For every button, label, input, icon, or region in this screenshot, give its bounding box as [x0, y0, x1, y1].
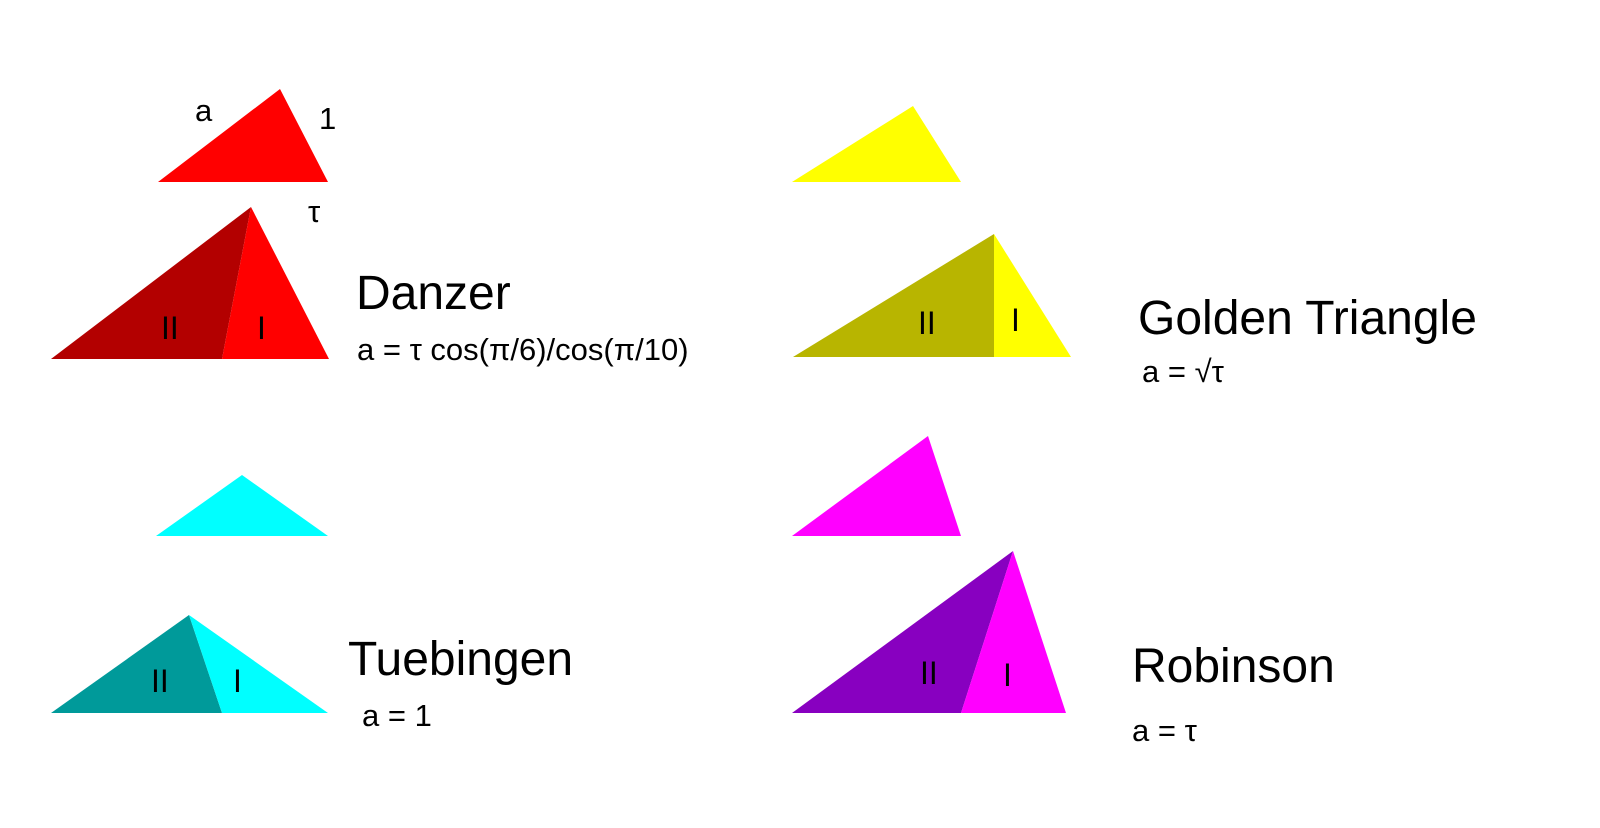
danzer-small-triangle: [158, 89, 328, 182]
tuebingen-title: Tuebingen: [348, 633, 573, 686]
edge-label-a: a: [195, 93, 213, 128]
golden-part-one-label: I: [1011, 302, 1020, 338]
edge-label-tau: τ: [308, 194, 320, 229]
golden-small-triangle: [792, 106, 961, 182]
golden-formula: a = √τ: [1142, 354, 1224, 389]
danzer-group: a 1 τ II I Danzer a = τ cos(π/6)/cos(π/1…: [51, 89, 689, 367]
robinson-title: Robinson: [1132, 640, 1335, 693]
tuebingen-large-part-one: [189, 615, 328, 713]
danzer-large-part-two: [51, 207, 251, 359]
danzer-part-two-label: II: [161, 310, 179, 346]
edge-label-one: 1: [319, 101, 336, 136]
robinson-small-triangle: [792, 436, 961, 536]
robinson-large-part-one: [961, 551, 1066, 713]
golden-part-two-label: II: [918, 305, 936, 341]
tuebingen-large-part-two: [51, 615, 222, 713]
golden-title: Golden Triangle: [1138, 292, 1477, 345]
golden-large-part-two: [793, 234, 994, 357]
danzer-formula: a = τ cos(π/6)/cos(π/10): [357, 332, 689, 367]
danzer-part-one-label: I: [257, 310, 266, 346]
robinson-group: II I Robinson a = τ: [792, 436, 1335, 748]
robinson-large-part-two: [792, 551, 1013, 713]
danzer-large-part-one: [222, 207, 329, 359]
tuebingen-part-one-label: I: [233, 663, 242, 699]
robinson-formula: a = τ: [1132, 713, 1197, 748]
tuebingen-small-triangle: [156, 475, 328, 536]
robinson-part-two-label: II: [920, 655, 938, 691]
golden-large-part-one: [994, 234, 1071, 357]
tuebingen-group: II I Tuebingen a = 1: [51, 475, 573, 733]
robinson-part-one-label: I: [1003, 657, 1012, 693]
tuebingen-part-two-label: II: [151, 663, 169, 699]
tuebingen-formula: a = 1: [362, 698, 432, 733]
golden-group: II I Golden Triangle a = √τ: [792, 106, 1477, 389]
danzer-title: Danzer: [356, 267, 511, 320]
